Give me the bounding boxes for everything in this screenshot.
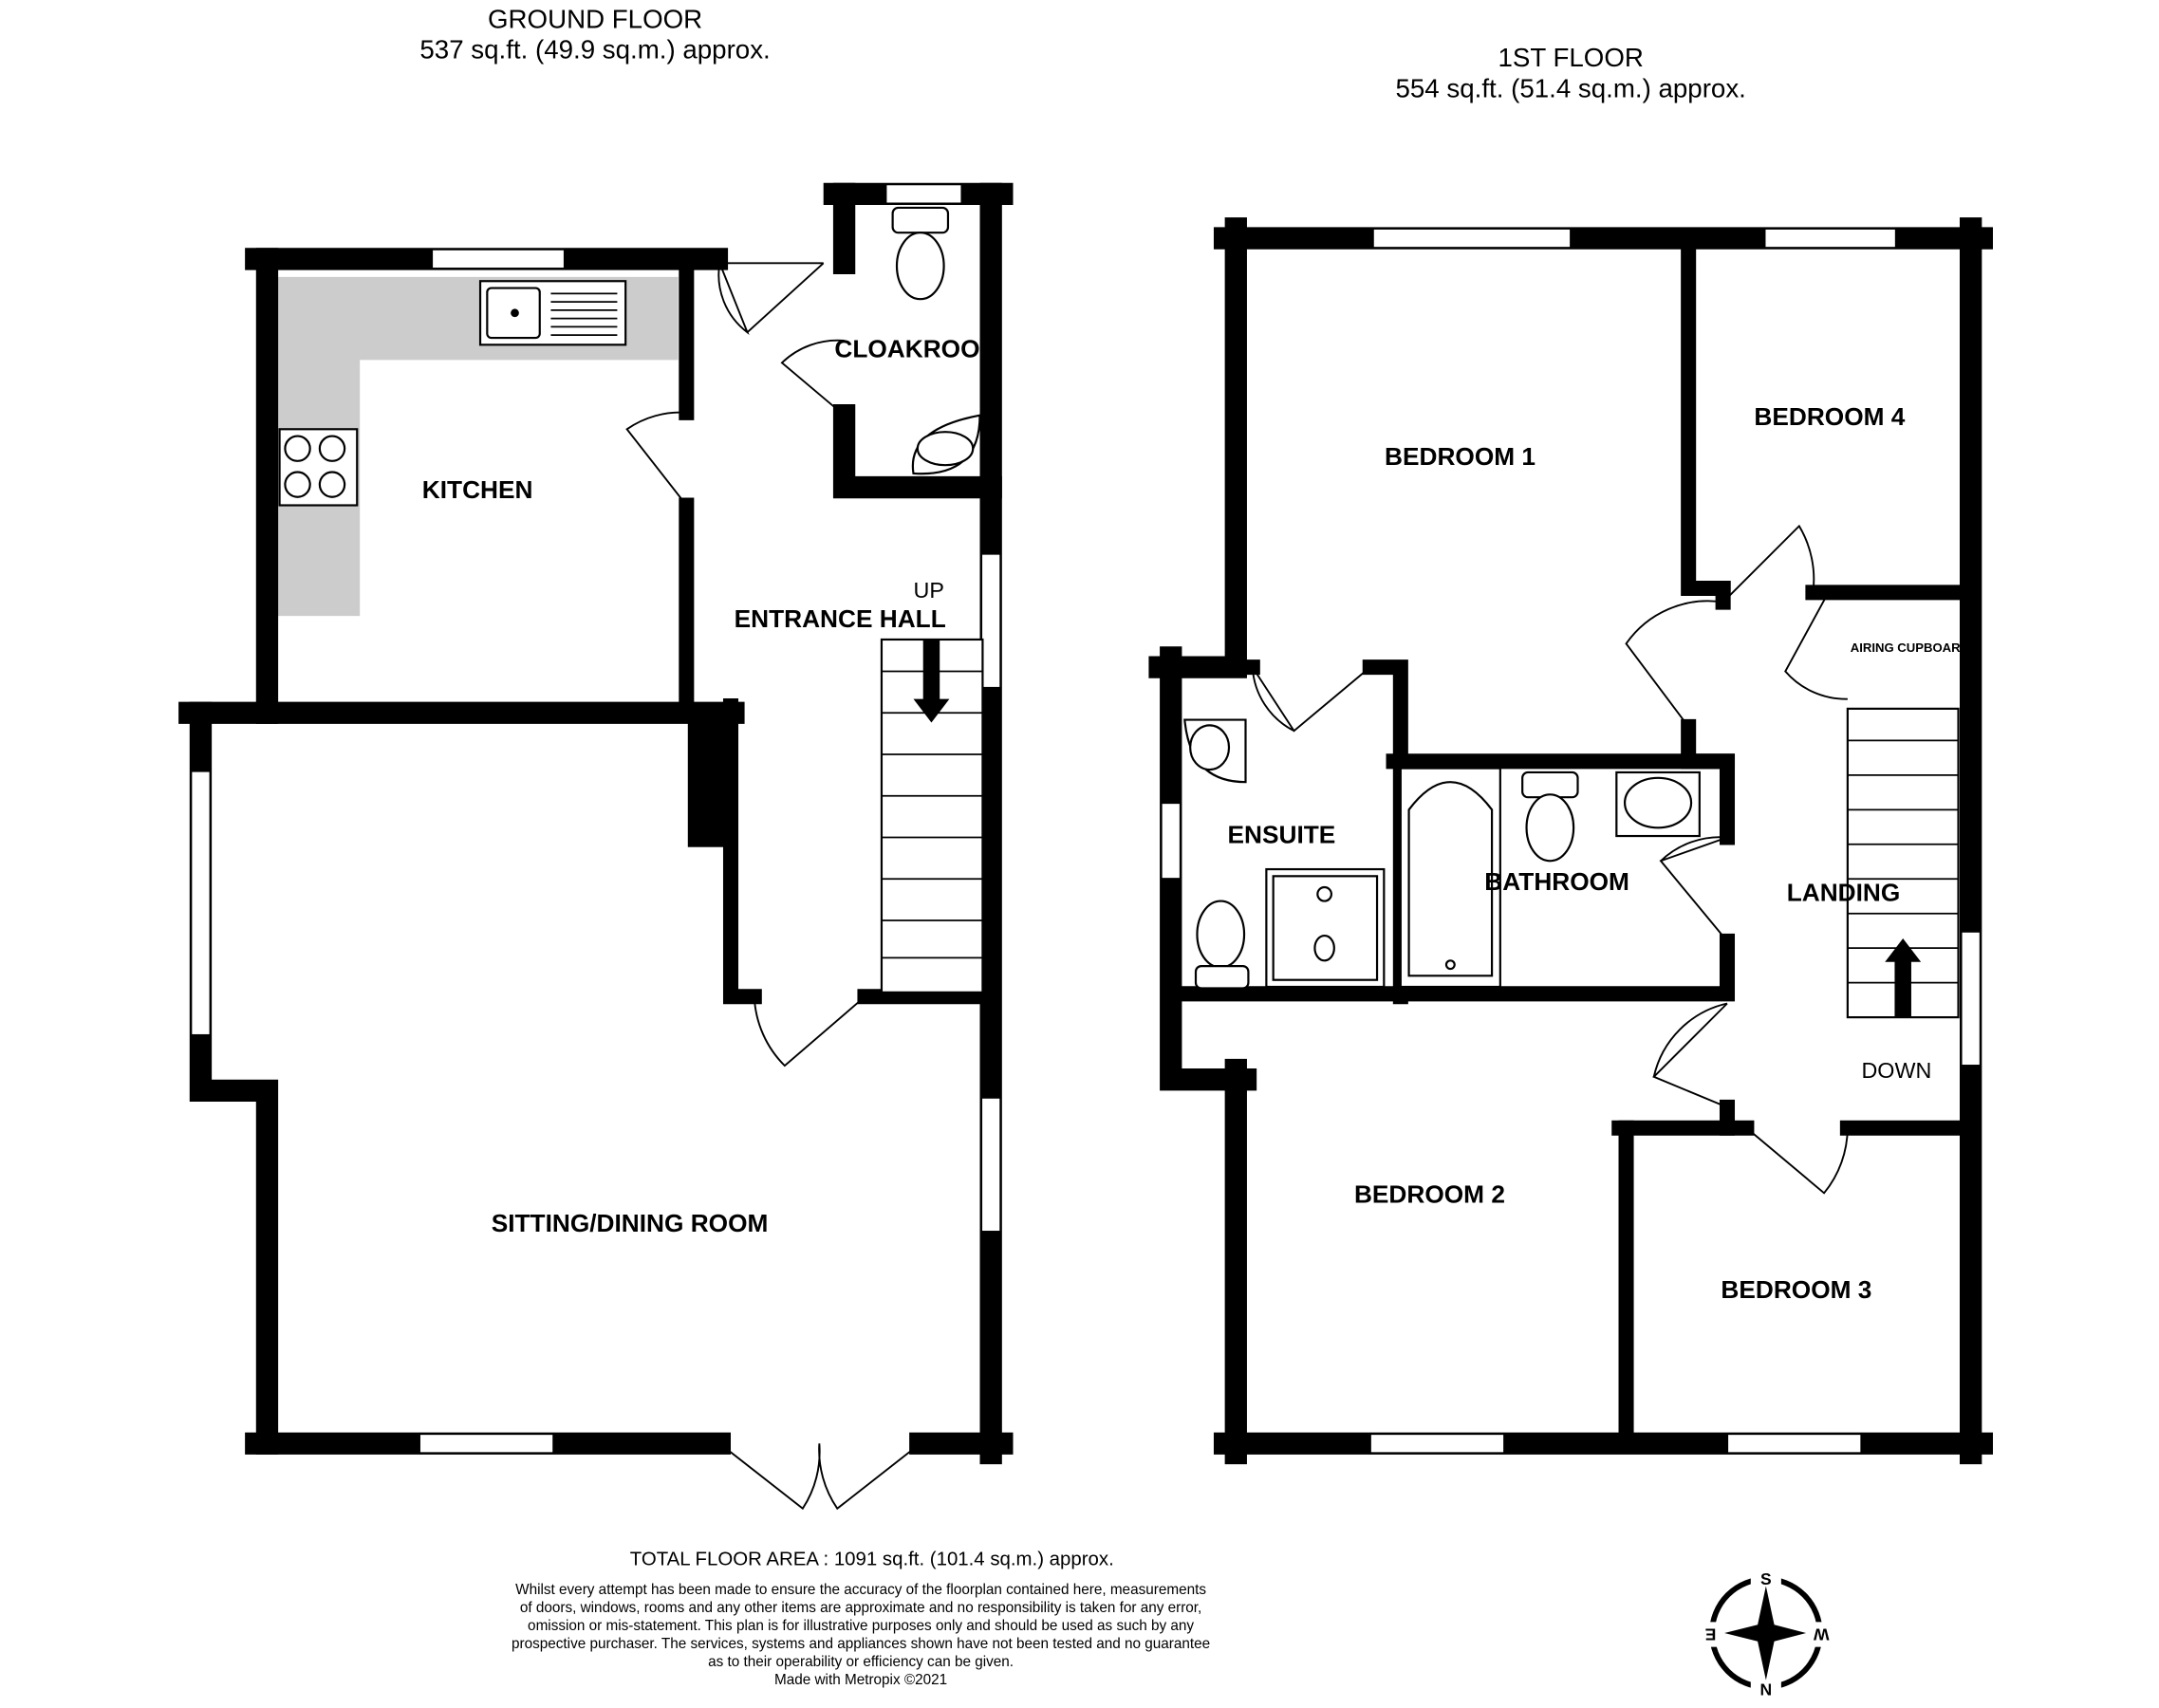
total-floor-area: TOTAL FLOOR AREA : 1091 sq.ft. (101.4 sq…: [630, 1550, 1114, 1570]
arrow-down-icon: [913, 639, 950, 723]
toilet-icon: [1521, 770, 1579, 863]
window: [1160, 801, 1182, 881]
room-label-kitchen: KITCHEN: [422, 475, 533, 504]
arrow-up-icon: [1885, 938, 1922, 1018]
window: [1960, 930, 1982, 1068]
disclaimer-line: prospective purchaser. The services, sys…: [512, 1636, 1210, 1652]
ground-floor-title: GROUND FLOOR: [488, 4, 702, 33]
first-floor-area: 554 sq.ft. (51.4 sq.m.) approx.: [1396, 73, 1746, 102]
room-label-bedroom-2: BEDROOM 2: [1354, 1180, 1505, 1209]
compass-icon: S N W E: [1701, 1568, 1832, 1699]
staircase: [1846, 707, 1960, 1019]
room-label-sitting-dining: SITTING/DINING ROOM: [492, 1209, 769, 1237]
toilet-icon: [891, 206, 950, 301]
disclaimer-line: as to their operability or efficiency ca…: [708, 1654, 1014, 1670]
room-label-bedroom-1: BEDROOM 1: [1385, 442, 1535, 471]
first-floor-plan: BEDROOM 1 BEDROOM 4 ENSUITE BATHROOM LAN…: [1148, 217, 1993, 1465]
disclaimer-line: omission or mis-statement. This plan is …: [528, 1618, 1194, 1634]
toilet-icon: [1194, 900, 1250, 990]
window: [979, 552, 1002, 690]
window: [418, 1432, 555, 1455]
compass-top: S: [1760, 1569, 1772, 1588]
sink-icon: [478, 280, 627, 346]
room-label-landing: LANDING: [1787, 879, 1901, 907]
disclaimer: Whilst every attempt has been made to en…: [512, 1582, 1210, 1688]
compass-bottom: N: [1760, 1680, 1773, 1699]
ground-floor-area: 537 sq.ft. (49.9 sq.m.) approx.: [419, 34, 770, 64]
room-label-bedroom-4: BEDROOM 4: [1754, 402, 1905, 431]
staircase: [880, 638, 984, 993]
credit: Made with Metropix ©2021: [774, 1672, 947, 1688]
first-floor-title: 1ST FLOOR: [1498, 43, 1644, 72]
ground-floor-plan: KITCHEN CLOAKROOM ENTRANCE HALL SITTING/…: [178, 182, 1014, 1511]
bath-icon: [1399, 767, 1501, 989]
window: [1371, 227, 1573, 250]
compass-left: E: [1705, 1625, 1717, 1644]
window: [1763, 227, 1898, 250]
hob-icon: [278, 428, 359, 507]
disclaimer-line: Whilst every attempt has been made to en…: [515, 1582, 1206, 1598]
shower-icon: [1265, 867, 1386, 989]
room-label-entrance-hall: ENTRANCE HALL: [735, 604, 946, 633]
room-label-airing-cupboard: AIRING CUPBOARD: [1851, 640, 1969, 655]
room-label-bathroom: BATHROOM: [1484, 867, 1629, 896]
room-label-cloakroom: CLOAKROOM: [834, 334, 1000, 362]
disclaimer-line: of doors, windows, rooms and any other i…: [520, 1600, 1201, 1616]
basin-icon: [1615, 770, 1701, 838]
window: [1725, 1432, 1863, 1455]
window: [430, 248, 567, 270]
window: [190, 770, 212, 1037]
basin-icon: [1183, 718, 1247, 784]
stairs-down-label: DOWN: [1861, 1058, 1931, 1083]
window: [1368, 1432, 1506, 1455]
compass-right: W: [1813, 1625, 1829, 1644]
room-label-ensuite: ENSUITE: [1228, 820, 1336, 848]
window: [884, 183, 963, 205]
room-label-bedroom-3: BEDROOM 3: [1721, 1275, 1871, 1304]
stairs-up-label: UP: [913, 578, 943, 603]
window: [979, 1096, 1002, 1234]
basin-icon: [911, 414, 981, 475]
